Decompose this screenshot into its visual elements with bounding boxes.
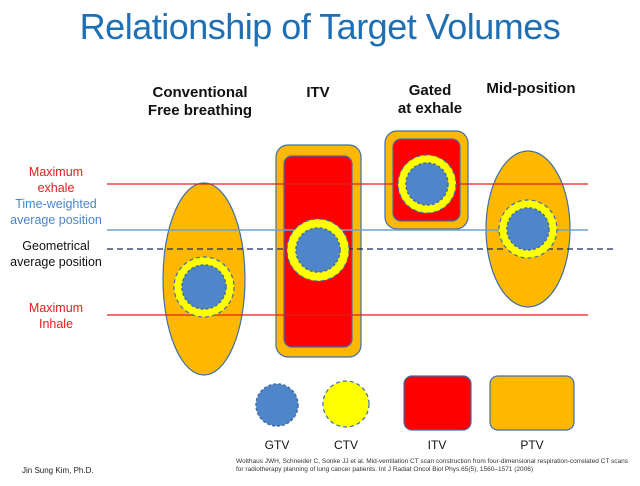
column-header-line: ITV <box>306 84 330 101</box>
gated-ctv-gtv <box>397 154 457 214</box>
legend-ctv-swatch <box>322 380 370 428</box>
row-label-line: average position <box>10 255 102 269</box>
legend-ptv-label: PTV <box>520 438 544 452</box>
row-label-line: Geometrical <box>22 239 90 253</box>
row-label-line: Inhale <box>38 317 74 331</box>
conventional-ctv-gtv <box>173 256 235 318</box>
row-label-line: average position <box>10 213 102 227</box>
column-header-line: at exhale <box>397 100 463 117</box>
column-header-line: Mid-position <box>486 80 576 97</box>
column-header-mid-position: Mid-position <box>476 80 586 98</box>
row-label-line: Maximum <box>28 301 84 315</box>
column-header-itv: ITV <box>278 84 358 102</box>
legend-itv-label: ITV <box>427 438 447 452</box>
itv-ctv-gtv <box>286 218 350 282</box>
row-label-line: Time-weighted <box>15 197 97 211</box>
column-header-gated: Gated at exhale <box>385 82 475 118</box>
gtv-circle <box>295 227 341 273</box>
footer-reference: Wolthaus JWH, Schneider C, Sonke JJ et a… <box>236 458 628 473</box>
gtv-circle <box>506 207 550 251</box>
row-label-time-weighted: Time-weighted average position <box>6 196 106 228</box>
legend-gtv-swatch <box>255 383 299 427</box>
legend-ctv-label: CTV <box>334 438 358 452</box>
legend-itv-swatch <box>403 375 472 431</box>
row-label-line: Maximum <box>28 165 84 179</box>
gtv-circle <box>405 162 449 206</box>
column-header-line: Gated <box>408 82 452 99</box>
slide-title: Relationship of Target Volumes <box>79 6 561 47</box>
footer-author: Jin Sung Kim, Ph.D. <box>22 466 94 475</box>
column-header-line: Conventional <box>152 84 248 101</box>
legend-gtv-label: GTV <box>264 438 290 452</box>
row-label-max-exhale: Maximum exhale <box>6 164 106 196</box>
column-header-conventional: Conventional Free breathing <box>140 84 260 120</box>
row-label-line: exhale <box>37 181 75 195</box>
legend-ptv-swatch <box>489 375 575 431</box>
gtv-circle <box>181 264 227 310</box>
row-label-max-inhale: Maximum Inhale <box>6 300 106 332</box>
mid-position-ctv-gtv <box>498 199 558 259</box>
column-header-line: Free breathing <box>147 102 253 119</box>
row-label-geometrical: Geometrical average position <box>6 238 106 270</box>
